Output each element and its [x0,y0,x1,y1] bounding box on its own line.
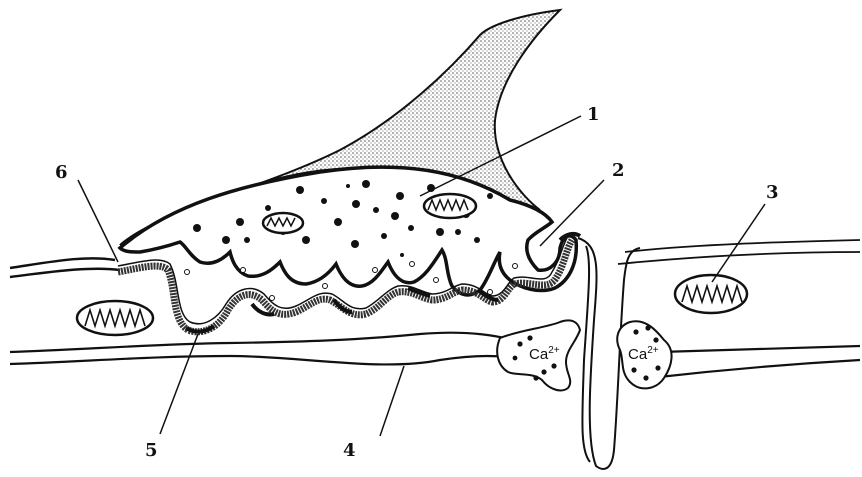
mitochondrion-terminal-1 [263,213,303,233]
upper-membrane-left [10,258,120,277]
label-1: 1 [587,104,600,125]
mitochondrion-terminal-2 [424,194,476,218]
mitochondrion-muscle-right [675,275,747,313]
label-2: 2 [612,160,625,181]
mitochondrion-muscle-left [77,301,153,335]
lower-membrane [10,333,860,378]
label-6: 6 [55,162,68,183]
upper-membrane-right [618,240,860,264]
label-3: 3 [766,182,779,203]
label-4: 4 [343,440,356,461]
label-5: 5 [145,440,158,461]
